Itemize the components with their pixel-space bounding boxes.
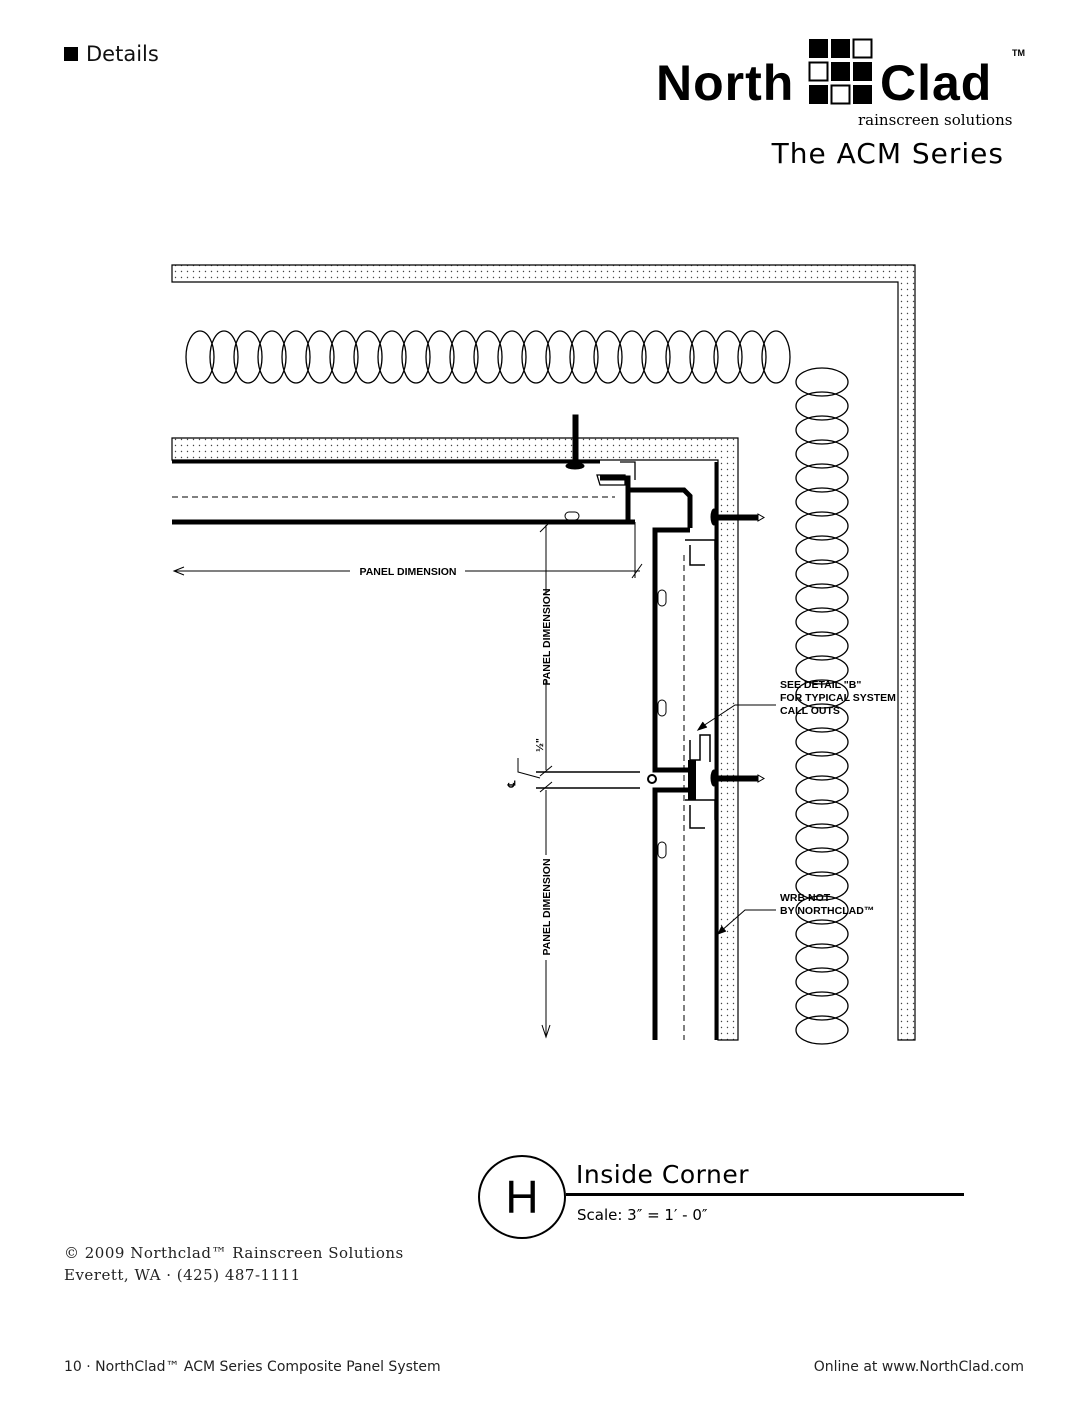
insulation-loop (497, 330, 527, 384)
insulation-loop (233, 330, 263, 384)
insulation-loop (737, 330, 767, 384)
joint-width-label: ½" (534, 738, 546, 752)
copyright-block: © 2009 Northclad™ Rainscreen Solutions E… (64, 1242, 404, 1286)
insulation-loop (795, 895, 849, 925)
dim-label-vertical-lower: PANEL DIMENSION (541, 858, 553, 955)
insulation-loop (795, 991, 849, 1021)
insulation-loop (449, 330, 479, 384)
insulation-loop (257, 330, 287, 384)
inside-corner-drawing: PANEL DIMENSION PANEL DIMENSION PANEL DI… (171, 264, 916, 1045)
insulation (185, 330, 849, 1045)
exterior-wall-layer (171, 264, 916, 1041)
insulation-loop (795, 607, 849, 637)
square-bullet-icon (64, 47, 78, 61)
fastener-screws (565, 414, 765, 787)
insulation-loop (795, 367, 849, 397)
title-rule (566, 1193, 964, 1196)
insulation-loop (795, 871, 849, 901)
insulation-loop (593, 330, 623, 384)
section-label-text: Details (86, 42, 159, 66)
insulation-loop (795, 511, 849, 541)
insulation-loop (665, 330, 695, 384)
insulation-loop (545, 330, 575, 384)
insulation-loop (795, 391, 849, 421)
callout-wrb-line2: BY NORTHCLAD™ (780, 905, 874, 917)
logo-word-north: North (656, 55, 795, 111)
screw-icon (572, 414, 579, 464)
insulation-loop (305, 330, 335, 384)
screw-icon (710, 769, 765, 787)
dimension-lines (172, 519, 776, 1039)
insulation-loop (795, 535, 849, 565)
insulation-loop (641, 330, 671, 384)
dim-label-horizontal: PANEL DIMENSION (359, 566, 456, 578)
screw-icon (710, 508, 765, 526)
insulation-loop (795, 439, 849, 469)
logo-trademark: TM (1012, 48, 1025, 58)
logo-tagline: rainscreen solutions (858, 111, 1013, 129)
insulation-loop (425, 330, 455, 384)
insulation-loop (281, 330, 311, 384)
insulation-loop (185, 330, 215, 384)
copyright-text: © 2009 Northclad™ Rainscreen Solutions (64, 1244, 404, 1262)
detail-scale: Scale: 3″ = 1′ - 0″ (577, 1206, 708, 1224)
insulation-loop (795, 583, 849, 613)
series-title: The ACM Series (771, 137, 1004, 170)
logo-word-clad: Clad (880, 55, 993, 111)
insulation-loop (329, 330, 359, 384)
insulation-loop (795, 655, 849, 685)
logo-grid-icon (808, 38, 873, 105)
insulation-loop (795, 919, 849, 949)
callout-wrb-line1: WRB NOT (780, 892, 831, 904)
insulation-loop (795, 751, 849, 781)
callout-detail-line2: FOR TYPICAL SYSTEM (780, 692, 896, 704)
insulation-loop (795, 559, 849, 589)
insulation-loop (795, 823, 849, 853)
callout-detail-line3: CALL OUTS (780, 705, 840, 717)
insulation-loop (209, 330, 239, 384)
website-link[interactable]: Online at www.NorthClad.com (813, 1359, 1024, 1375)
insulation-loop (795, 847, 849, 877)
vertical-panels (647, 527, 716, 1040)
insulation-loop (473, 330, 503, 384)
callout-detail-line1: SEE DETAIL "B" (780, 679, 861, 691)
insulation-loop (795, 679, 849, 709)
insulation-loop (569, 330, 599, 384)
insulation-loop (795, 799, 849, 829)
insulation-loop (401, 330, 431, 384)
insulation-loop (795, 631, 849, 661)
insulation-loop (521, 330, 551, 384)
horizontal-panel (172, 460, 693, 528)
centerline-symbol: ℄ (506, 779, 518, 788)
detail-letter-bubble: H (478, 1155, 566, 1239)
insulation-loop (795, 487, 849, 517)
northclad-logo: North Clad TM rainscreen solutions (656, 38, 1036, 132)
insulation-loop (795, 463, 849, 493)
insulation-loop (713, 330, 743, 384)
dim-label-vertical-upper: PANEL DIMENSION (541, 588, 553, 685)
insulation-loop (795, 703, 849, 733)
insulation-loop (795, 967, 849, 997)
insulation-loop (689, 330, 719, 384)
insulation-loop (795, 943, 849, 973)
insulation-loop (795, 775, 849, 805)
insulation-loop (795, 1015, 849, 1045)
insulation-loop (617, 330, 647, 384)
insulation-loop (795, 415, 849, 445)
detail-title: Inside Corner (576, 1160, 749, 1189)
address-text: Everett, WA · (425) 487-1111 (64, 1266, 301, 1284)
insulation-loop (353, 330, 383, 384)
sheathing-layer (171, 437, 739, 1041)
insulation-loop (795, 727, 849, 757)
insulation-loop (761, 330, 791, 384)
page-footer-info: 10 · NorthClad™ ACM Series Composite Pan… (64, 1359, 441, 1375)
insulation-loop (377, 330, 407, 384)
section-label: Details (64, 42, 159, 66)
